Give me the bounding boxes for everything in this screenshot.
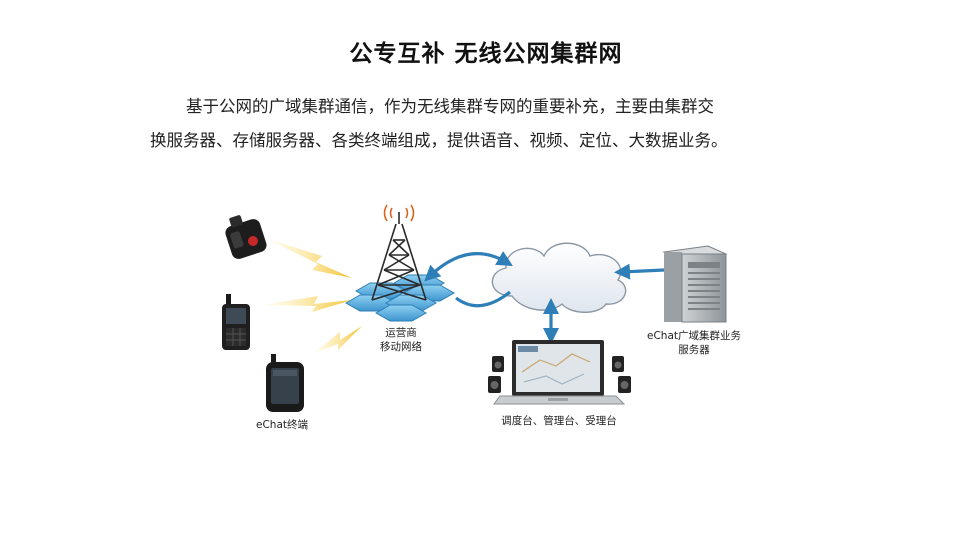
radio-waves-icon xyxy=(383,204,415,222)
tower-cloud-arrow xyxy=(424,251,513,282)
connection-arrows xyxy=(424,251,665,344)
cloud-tower-return-arrow xyxy=(455,290,511,308)
server-cloud-arrow xyxy=(614,263,665,280)
operator-network-label-line1: 运营商 xyxy=(385,326,417,339)
lightning-icon xyxy=(312,326,362,354)
cloud-icon xyxy=(491,242,627,313)
laptop-console-icon xyxy=(493,340,626,405)
speaker-icon xyxy=(488,356,504,393)
terminals-label: eChat终端 xyxy=(256,418,308,431)
operator-network-label-line2: 移动网络 xyxy=(380,340,422,353)
walkie-phone-icon xyxy=(222,294,250,350)
lightning-icon xyxy=(265,238,352,278)
signal-lightning-group xyxy=(262,238,362,354)
speaker-icon xyxy=(612,356,631,393)
intro-line-2: 换服务器、存储服务器、各类终端组成，提供语音、视频、定位、大数据业务。 xyxy=(150,131,728,150)
hex-cell-grid xyxy=(344,274,456,322)
lightning-icon xyxy=(262,296,352,312)
consoles-label: 调度台、管理台、受理台 xyxy=(501,414,617,427)
rugged-handheld-icon xyxy=(266,354,304,412)
intro-line-1: 基于公网的广域集群通信，作为无线集群专网的重要补充，主要由集群交 xyxy=(186,97,714,116)
cell-tower-icon xyxy=(371,212,427,301)
bodycam-device-icon xyxy=(225,215,267,259)
server-label-line1: eChat广域集群业务 xyxy=(647,329,741,342)
page-title: 公专互补 无线公网集群网 xyxy=(349,41,623,67)
server-label-line2: 服务器 xyxy=(678,343,710,356)
server-icon xyxy=(662,245,728,323)
intro-text: 基于公网的广域集群通信，作为无线集群专网的重要补充，主要由集群交 换服务器、存储… xyxy=(150,90,840,158)
